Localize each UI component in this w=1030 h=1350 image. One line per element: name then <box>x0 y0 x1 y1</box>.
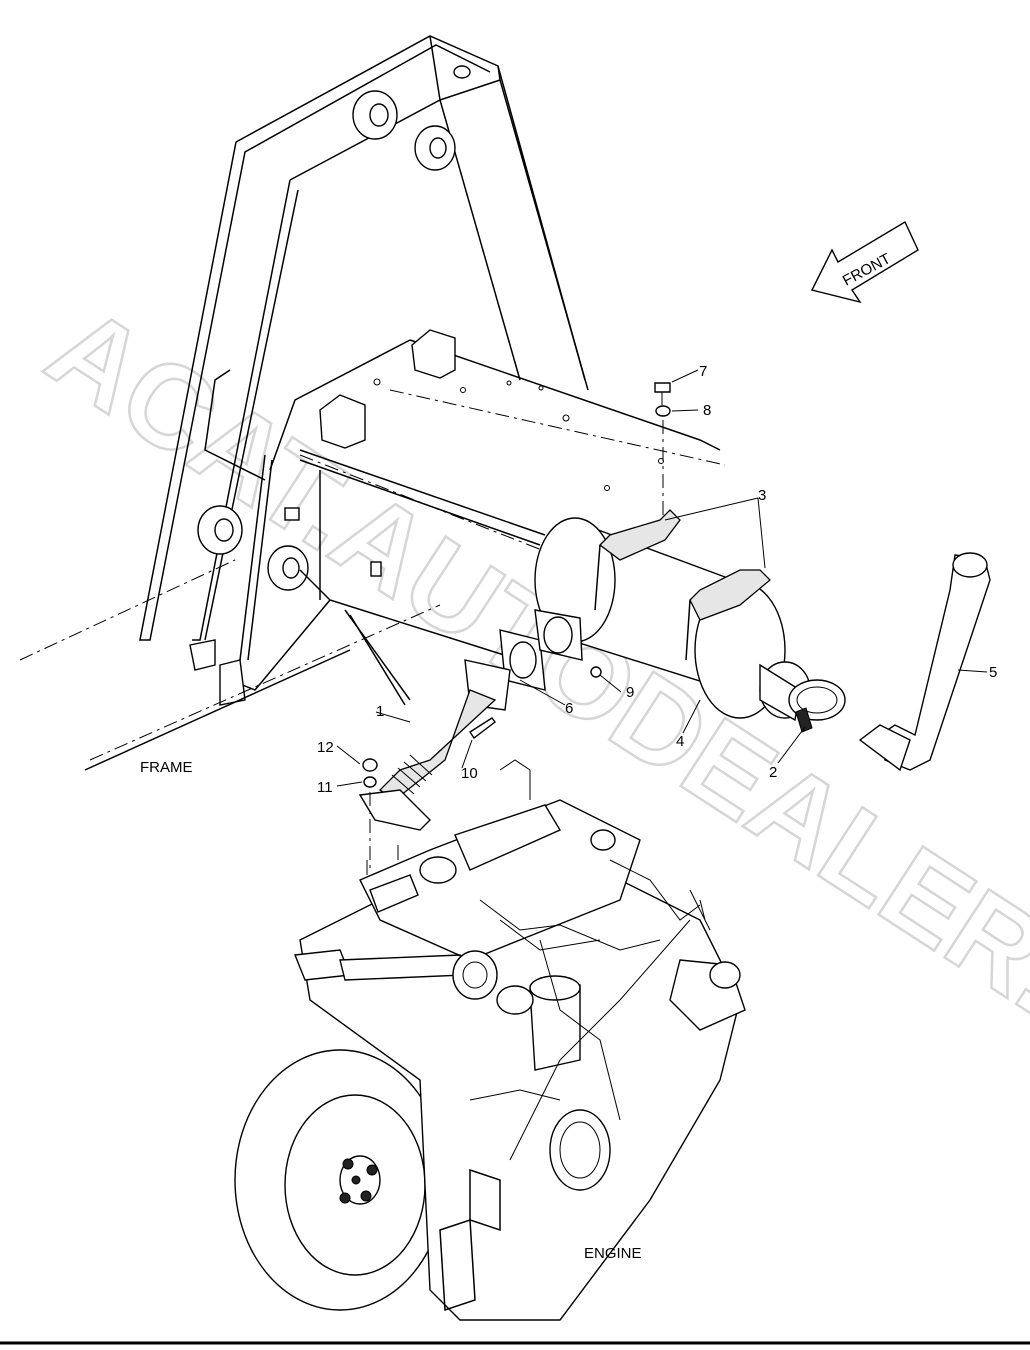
callout-7: 7 <box>699 363 707 380</box>
callout-3: 3 <box>758 487 766 504</box>
callout-4: 4 <box>676 733 684 750</box>
callout-1: 1 <box>376 703 384 720</box>
frame-drawing <box>19 35 726 771</box>
front-arrow-icon <box>810 221 919 304</box>
frame-label: FRAME <box>140 759 193 776</box>
engine-drawing <box>234 759 746 1321</box>
callout-11: 11 <box>317 779 333 796</box>
callout-2: 2 <box>769 764 777 781</box>
leader-lines <box>336 369 988 787</box>
callout-labels: 1 2 3 4 5 6 7 8 9 10 11 12 <box>317 363 997 796</box>
engine-label: ENGINE <box>584 1245 642 1262</box>
exhaust-parts <box>358 382 991 870</box>
callout-9: 9 <box>626 684 634 701</box>
callout-10: 10 <box>461 765 478 782</box>
callout-12: 12 <box>317 739 334 756</box>
front-direction-indicator: FRONT <box>810 221 919 304</box>
callout-8: 8 <box>703 402 711 419</box>
callout-5: 5 <box>989 664 997 681</box>
callout-6: 6 <box>565 700 573 717</box>
